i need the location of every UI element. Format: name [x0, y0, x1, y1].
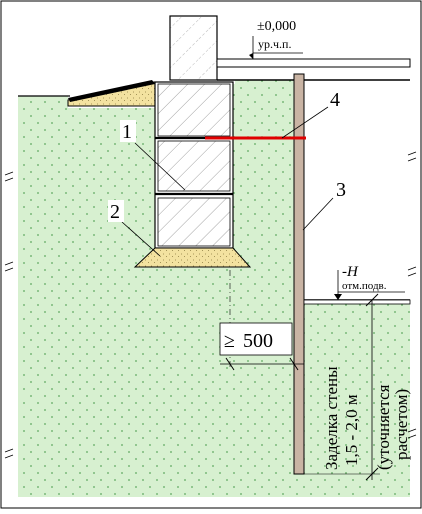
callout-1-bg	[120, 120, 136, 142]
elev-zero-arrow	[249, 53, 253, 59]
sheet-pile-wall	[293, 73, 305, 475]
embed-note: Заделка стены 1,5 - 2,0 м	[322, 366, 361, 470]
upper-wall	[169, 15, 218, 81]
embed-tick-bottom	[365, 467, 379, 481]
elev-zero-caption: ур.ч.п.	[258, 37, 291, 51]
embed-tick-top	[365, 293, 379, 307]
break-mark-left-1	[4, 171, 14, 182]
break-mark-right-2	[407, 266, 417, 277]
soil-fill	[18, 80, 410, 497]
elev-zero-value: ±0,000	[257, 19, 296, 34]
callout-2-leader	[121, 221, 161, 257]
break-mark-right-1	[407, 151, 417, 162]
break-mark-left-3	[4, 448, 14, 459]
embed-note-line3: (уточняется	[374, 384, 393, 470]
offset-tick-right	[289, 357, 299, 371]
elev-h-value: -H	[342, 264, 359, 280]
callout-2-bg	[108, 200, 124, 222]
break-marks	[4, 151, 417, 459]
basement-floor-slab	[303, 299, 411, 305]
fbs-block-middle	[157, 140, 231, 192]
offset-label-prefix: ≥	[224, 330, 235, 352]
break-mark-left-2	[4, 261, 14, 272]
sand-cushion	[133, 247, 252, 268]
elev-h-caption: отм.подв.	[342, 280, 387, 292]
callout-1: 1	[122, 121, 132, 143]
callout-4: 4	[330, 89, 340, 111]
fbs-block-lower	[157, 197, 231, 247]
callout-2: 2	[110, 201, 120, 223]
offset-label-value: 500	[243, 330, 273, 352]
callout-1-leader	[134, 142, 186, 191]
break-mark-right-3	[407, 428, 417, 439]
floor-slab	[216, 58, 411, 68]
blind-area-coating	[68, 80, 155, 102]
embed-note-line2: 1,5 - 2,0 м	[342, 394, 361, 466]
embed-note-line4: расчетом)	[392, 389, 411, 460]
offset-label-box	[219, 322, 293, 356]
offset-tick-left	[225, 357, 235, 371]
embed-note-line1: Заделка стены	[322, 366, 341, 470]
callout-3-leader	[302, 197, 334, 231]
fbs-block-upper	[157, 83, 231, 137]
embed-note-secondary: (уточняется расчетом)	[374, 384, 411, 470]
basement-space	[304, 80, 410, 300]
callout-4-leader	[281, 106, 329, 139]
elev-h-arrow	[334, 294, 342, 300]
callout-3: 3	[336, 179, 346, 201]
